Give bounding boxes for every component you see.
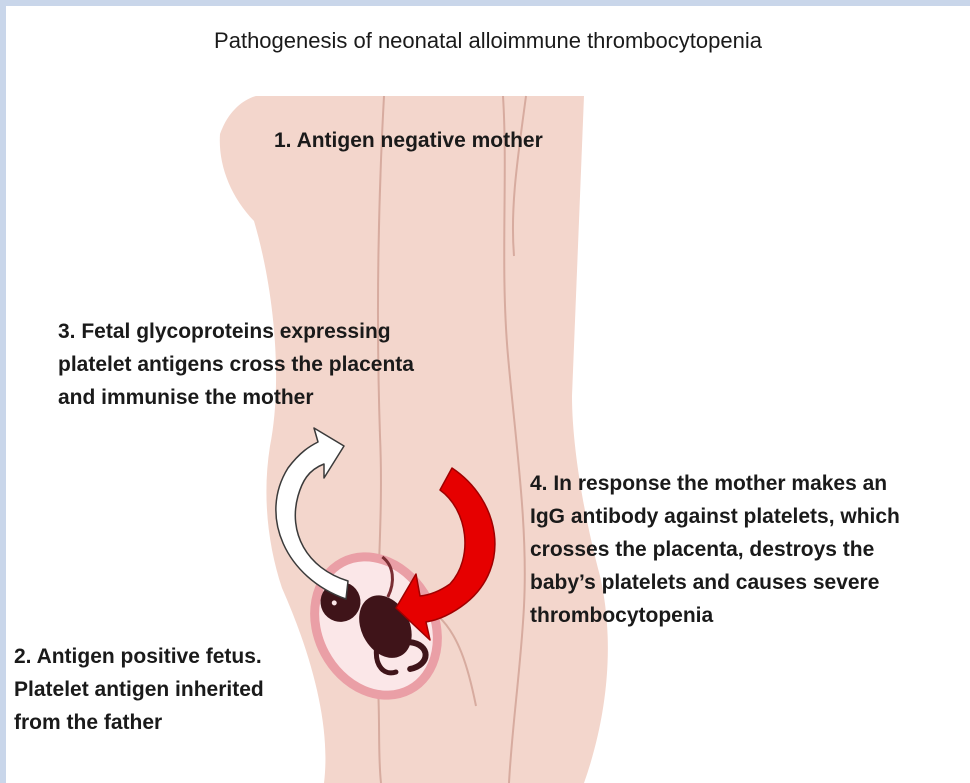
diagram-canvas: Pathogenesis of neonatal alloimmune thro… xyxy=(6,6,970,783)
step-1-label: 1. Antigen negative mother xyxy=(274,124,543,157)
step-2-label: 2. Antigen positive fetus. Platelet anti… xyxy=(14,640,264,739)
diagram-title: Pathogenesis of neonatal alloimmune thro… xyxy=(6,26,970,56)
step-4-label: 4. In response the mother makes an IgG a… xyxy=(530,467,900,632)
step-3-label: 3. Fetal glycoproteins expressing platel… xyxy=(58,315,414,414)
